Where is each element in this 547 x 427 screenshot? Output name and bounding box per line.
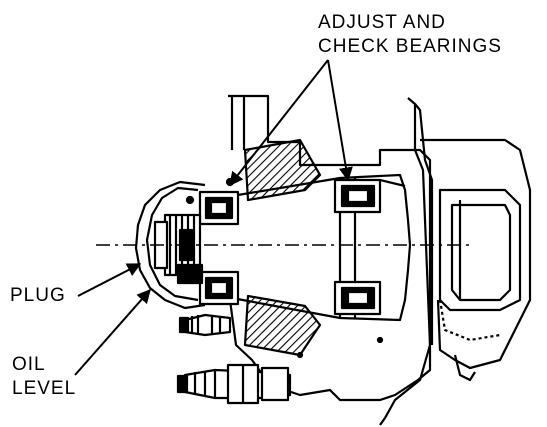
knuckle-upright (228, 94, 432, 402)
hub-section-bottom (243, 294, 322, 357)
arrow-plug (77, 263, 142, 297)
grease-cap (134, 180, 206, 310)
label-plug: PLUG (10, 285, 66, 306)
label-oil: OIL (12, 354, 46, 375)
outer-bearing-top (198, 190, 240, 226)
label-adjust-and: ADJUST AND (318, 12, 446, 33)
inner-bearing-bottom (333, 280, 382, 316)
brake-caliper (420, 138, 532, 370)
label-check-bearings: CHECK BEARINGS (318, 36, 502, 57)
outer-bearing-bottom (198, 270, 240, 306)
arrow-oil-level (74, 288, 151, 376)
inner-bearing-top (333, 178, 406, 214)
arrow-adjust-inner (327, 59, 353, 182)
lower-bolt-lower (176, 363, 292, 405)
backing-plate (379, 97, 432, 426)
lower-bolt-upper (178, 313, 232, 337)
arrow-adjust-outer (229, 59, 329, 187)
hub-section-top (243, 138, 322, 202)
label-level: LEVEL (12, 378, 77, 399)
spindle-cone (231, 173, 412, 322)
